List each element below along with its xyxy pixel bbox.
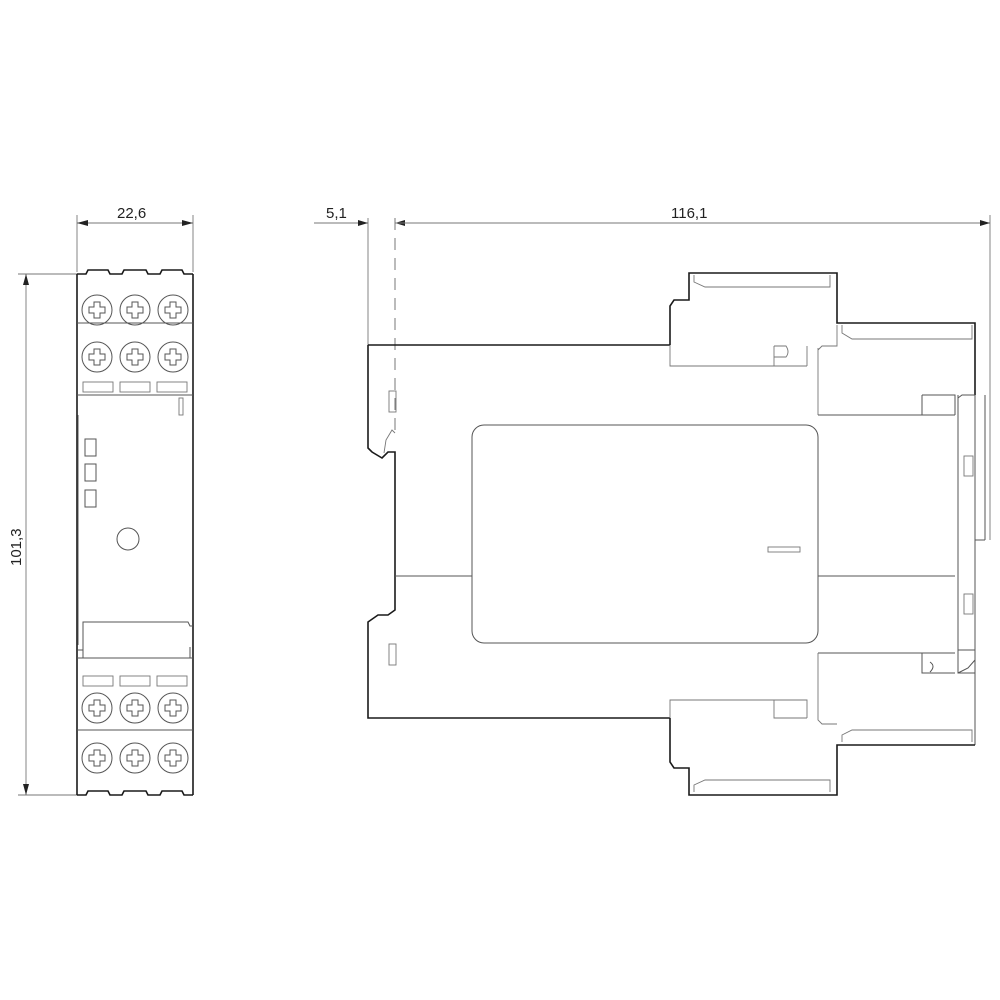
front-view: 22,6 101,3 (8, 205, 194, 796)
led-icon (84, 489, 97, 508)
rail-offset-dimension: 5,1 (314, 205, 405, 430)
screw-terminal-icon[interactable] (81, 742, 113, 774)
height-dim-label: 101,3 (8, 528, 25, 566)
front-label-plate (471, 424, 819, 644)
screw-terminal-icon[interactable] (157, 294, 189, 326)
screw-terminal-icon[interactable] (81, 294, 113, 326)
screw-terminal-icon[interactable] (157, 341, 189, 373)
rail-offset-dim-label: 5,1 (326, 205, 347, 222)
depth-dimension: 116,1 (395, 205, 991, 540)
screw-terminal-icon[interactable] (81, 341, 113, 373)
bottom-terminals (81, 675, 189, 774)
label-plate (78, 621, 193, 658)
screw-terminal-icon[interactable] (157, 742, 189, 774)
top-terminals (81, 294, 189, 416)
screw-terminal-icon[interactable] (119, 742, 151, 774)
potentiometer-knob[interactable] (116, 527, 140, 551)
led-icon (84, 438, 97, 457)
screw-terminal-icon[interactable] (157, 692, 189, 724)
screw-terminal-icon[interactable] (119, 341, 151, 373)
screw-terminal-icon[interactable] (81, 692, 113, 724)
screw-terminal-icon[interactable] (119, 692, 151, 724)
led-indicators (84, 438, 97, 508)
potentiometer-slot (767, 546, 801, 553)
width-dimension: 22,6 (76, 205, 194, 272)
screw-terminal-icon[interactable] (119, 294, 151, 326)
side-view: 5,1 116,1 (314, 205, 991, 796)
led-icon (84, 463, 97, 482)
width-dim-label: 22,6 (117, 205, 146, 222)
depth-dim-label: 116,1 (671, 205, 707, 222)
height-dimension: 101,3 (8, 273, 77, 796)
